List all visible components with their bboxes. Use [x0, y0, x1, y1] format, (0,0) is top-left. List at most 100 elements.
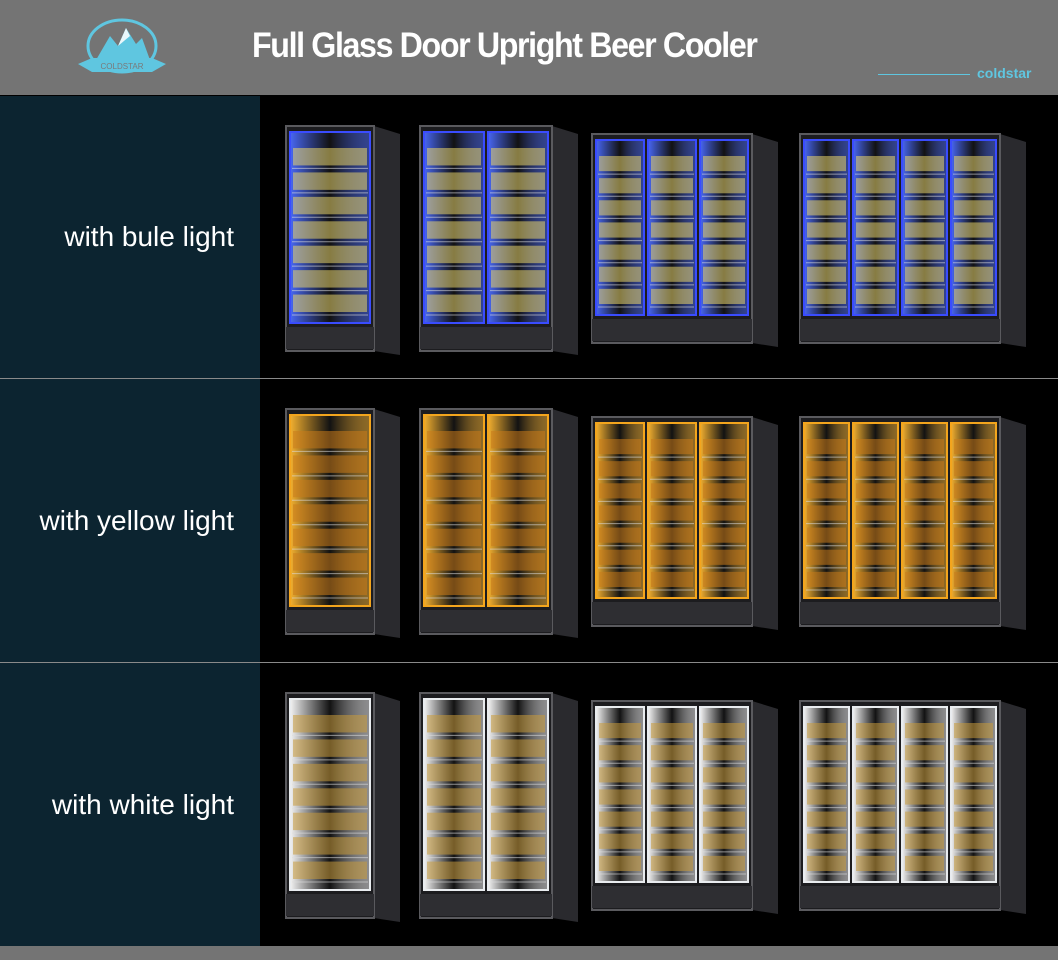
bottle-shelf	[427, 837, 481, 855]
bottle-shelf	[807, 811, 846, 827]
bottle-shelf	[293, 715, 367, 733]
bottle-shelf	[856, 156, 895, 172]
bottle-shelf	[954, 855, 993, 871]
bottle-shelf	[905, 571, 944, 587]
bottle-shelf	[491, 431, 545, 449]
2-door-cooler	[419, 692, 578, 922]
bottle-shelf	[905, 833, 944, 849]
bottle-shelf	[807, 833, 846, 849]
bottle-shelf	[293, 528, 367, 547]
bottle-shelf	[599, 723, 641, 739]
bottle-shelf	[427, 196, 481, 215]
bottle-shelf	[807, 571, 846, 587]
bottle-shelf	[293, 479, 367, 498]
bottle-shelf	[703, 767, 745, 783]
bottle-shelf	[491, 245, 545, 264]
cooler-base	[420, 610, 552, 632]
bottle-shelf	[491, 812, 545, 831]
bottle-shelf	[807, 527, 846, 543]
bottle-shelf	[491, 479, 545, 498]
bottle-shelf	[599, 505, 641, 521]
bottle-shelf	[427, 148, 481, 166]
label-cell: with bule light	[0, 96, 260, 378]
bottle-shelf	[293, 763, 367, 782]
bottle-shelf	[954, 439, 993, 455]
svg-text:COLDSTAR: COLDSTAR	[101, 62, 144, 71]
footer-bar	[0, 946, 1058, 960]
cooler-base	[420, 327, 552, 349]
coolers-illustration	[285, 692, 1026, 922]
bottle-shelf	[293, 577, 367, 595]
bottle-shelf	[427, 577, 481, 595]
bottle-shelf	[293, 812, 367, 831]
bottle-shelf	[491, 270, 545, 288]
bottle-shelf	[293, 455, 367, 473]
bottle-shelf	[651, 789, 693, 805]
bottle-shelf	[954, 244, 993, 260]
bottle-shelf	[703, 855, 745, 871]
bottle-shelf	[293, 431, 367, 449]
bottle-shelf	[856, 549, 895, 565]
bottle-shelf	[807, 505, 846, 521]
bottle-shelf	[491, 861, 545, 879]
bottle-shelf	[954, 723, 993, 739]
1-door-cooler	[285, 692, 400, 922]
bottle-shelf	[954, 745, 993, 761]
bottle-shelf	[491, 294, 545, 312]
bottle-shelf	[427, 504, 481, 522]
bottle-shelf	[905, 505, 944, 521]
bottle-shelf	[807, 266, 846, 282]
bottle-shelf	[293, 861, 367, 879]
bottle-shelf	[905, 461, 944, 477]
3-door-cooler	[591, 416, 778, 630]
bottle-shelf	[905, 855, 944, 871]
row-label: with white light	[51, 788, 234, 820]
bottle-shelf	[651, 549, 693, 565]
bottle-shelf	[491, 763, 545, 782]
row-label: with yellow light	[39, 504, 234, 536]
bottle-shelf	[954, 266, 993, 282]
bottle-shelf	[293, 553, 367, 571]
bottle-shelf	[651, 571, 693, 587]
bottle-shelf	[599, 461, 641, 477]
row-blue-light: with bule light	[0, 96, 1058, 378]
bottle-shelf	[856, 833, 895, 849]
bottle-shelf	[954, 505, 993, 521]
bottle-shelf	[856, 483, 895, 499]
bottle-shelf	[427, 455, 481, 473]
bottle-shelf	[807, 855, 846, 871]
bottle-shelf	[599, 833, 641, 849]
bottle-shelf	[807, 745, 846, 761]
bottle-shelf	[427, 715, 481, 733]
bottle-shelf	[954, 178, 993, 194]
bottle-shelf	[651, 222, 693, 238]
bottle-shelf	[856, 222, 895, 238]
bottle-shelf	[703, 244, 745, 260]
bottle-shelf	[427, 788, 481, 806]
bottle-shelf	[491, 577, 545, 595]
bottle-shelf	[491, 172, 545, 190]
bottle-shelf	[856, 723, 895, 739]
bottle-shelf	[599, 200, 641, 216]
bottle-shelf	[703, 439, 745, 455]
bottle-shelf	[491, 455, 545, 473]
bottle-shelf	[856, 439, 895, 455]
bottle-shelf	[905, 723, 944, 739]
bottle-shelf	[856, 745, 895, 761]
bottle-shelf	[905, 767, 944, 783]
bottle-shelf	[491, 196, 545, 215]
bottle-shelf	[703, 222, 745, 238]
bottle-shelf	[427, 270, 481, 288]
brand-divider	[878, 74, 970, 75]
bottle-shelf	[599, 571, 641, 587]
bottle-shelf	[703, 483, 745, 499]
bottle-shelf	[856, 527, 895, 543]
bottle-shelf	[427, 294, 481, 312]
bottle-shelf	[807, 178, 846, 194]
bottle-shelf	[293, 196, 367, 215]
bottle-shelf	[293, 245, 367, 264]
bottle-shelf	[599, 789, 641, 805]
bottle-shelf	[599, 222, 641, 238]
4-door-cooler	[799, 416, 1026, 630]
cooler-base	[286, 610, 374, 632]
